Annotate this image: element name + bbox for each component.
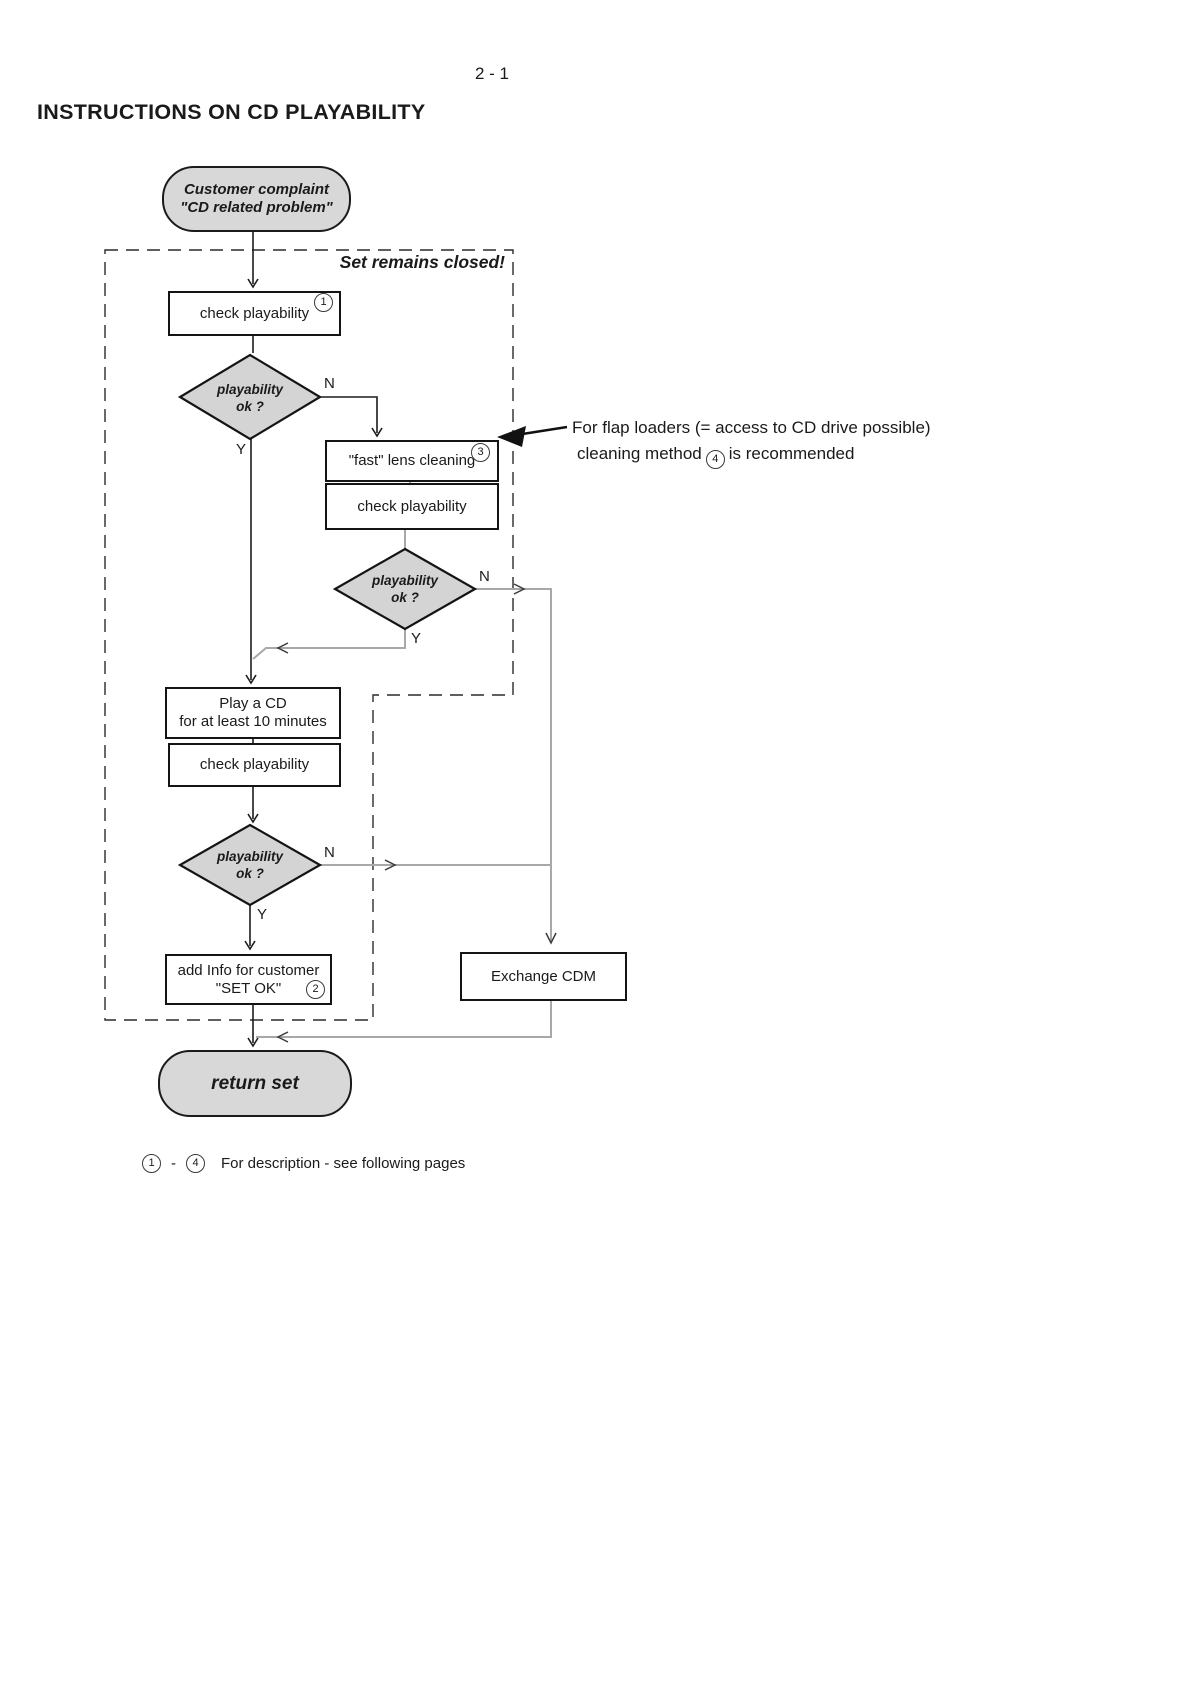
decision-line1: playability: [216, 848, 284, 864]
decision-2-yes-label: Y: [411, 630, 422, 647]
gray-arrowheads: [276, 583, 557, 1043]
process-label: check playability: [357, 497, 467, 515]
region-label: Set remains closed!: [339, 252, 505, 272]
process-check-playability-3: check playability: [168, 743, 341, 787]
process-line1: add Info for customer: [177, 961, 320, 979]
process-fast-lens-cleaning: "fast" lens cleaning 3: [325, 440, 499, 482]
process-check-playability-1: check playability 1: [168, 291, 341, 336]
decision-1-label: playability ok ?: [180, 356, 320, 439]
annotation-line2-pre: cleaning method: [577, 444, 702, 463]
decision-1-yes-label: Y: [236, 441, 247, 458]
process-line2: for at least 10 minutes: [179, 713, 327, 730]
footnote: 1 - 4 For description - see following pa…: [142, 1154, 465, 1173]
decision-line2: ok ?: [236, 865, 264, 881]
decision-diamonds: [177, 353, 478, 907]
process-check-playability-2: check playability: [325, 483, 499, 530]
decision-line2: ok ?: [236, 398, 264, 414]
annotation-arrow: [497, 425, 568, 447]
decision-2-label: playability ok ?: [335, 548, 475, 629]
decision-3-no-label: N: [324, 844, 335, 861]
decision-line1: playability: [371, 572, 439, 588]
annotation-line1: For flap loaders (= access to CD drive p…: [572, 418, 931, 437]
black-connectors: [244, 228, 383, 1048]
dashed-region-outline: [104, 249, 514, 1021]
process-label: check playability: [199, 756, 310, 773]
page-title: INSTRUCTIONS ON CD PLAYABILITY: [37, 100, 426, 124]
process-label: "fast" lens cleaning: [348, 452, 476, 469]
process-line1: Play a CD: [219, 695, 287, 712]
end-label: return set: [211, 1072, 299, 1094]
footnote-range-end-badge: 4: [186, 1154, 205, 1173]
decision-line2: ok ?: [391, 589, 419, 605]
decision-1-shape: [177, 353, 323, 441]
decision-2-no-label: N: [479, 568, 490, 585]
process-add-info: add Info for customer "SET OK" 2: [165, 954, 332, 1005]
process-label: Exchange CDM: [490, 967, 597, 985]
process-label: check playability: [199, 304, 310, 322]
decision-3-label: playability ok ?: [180, 824, 320, 905]
footnote-badge-3: 3: [471, 443, 490, 462]
decision-1-no-label: N: [324, 375, 335, 392]
footnote-badge-1: 1: [314, 293, 333, 312]
footnote-badge-2: 2: [306, 980, 325, 999]
footnote-dash: -: [171, 1155, 176, 1172]
annotation-line2-post: is recommended: [728, 444, 855, 463]
decision-3-yes-label: Y: [257, 906, 268, 923]
decision-2-shape: [332, 547, 478, 631]
footnote-text: For description - see following pages: [221, 1155, 466, 1172]
footnote-range-start-badge: 1: [142, 1154, 161, 1173]
process-play-cd: Play a CD for at least 10 minutes: [165, 687, 341, 739]
process-line2: "SET OK": [215, 979, 282, 997]
start-line1: Customer complaint: [183, 181, 330, 198]
process-exchange-cdm: Exchange CDM: [460, 952, 627, 1001]
decision-line1: playability: [216, 381, 284, 397]
start-terminal: Customer complaint "CD related problem": [162, 166, 351, 232]
decision-3-shape: [177, 823, 323, 907]
footnote-badge-4: 4: [705, 450, 725, 469]
gray-connectors: [252, 478, 552, 1038]
end-terminal: return set: [158, 1050, 352, 1117]
page-number: 2 - 1: [474, 64, 510, 83]
start-line2: "CD related problem": [180, 199, 333, 216]
